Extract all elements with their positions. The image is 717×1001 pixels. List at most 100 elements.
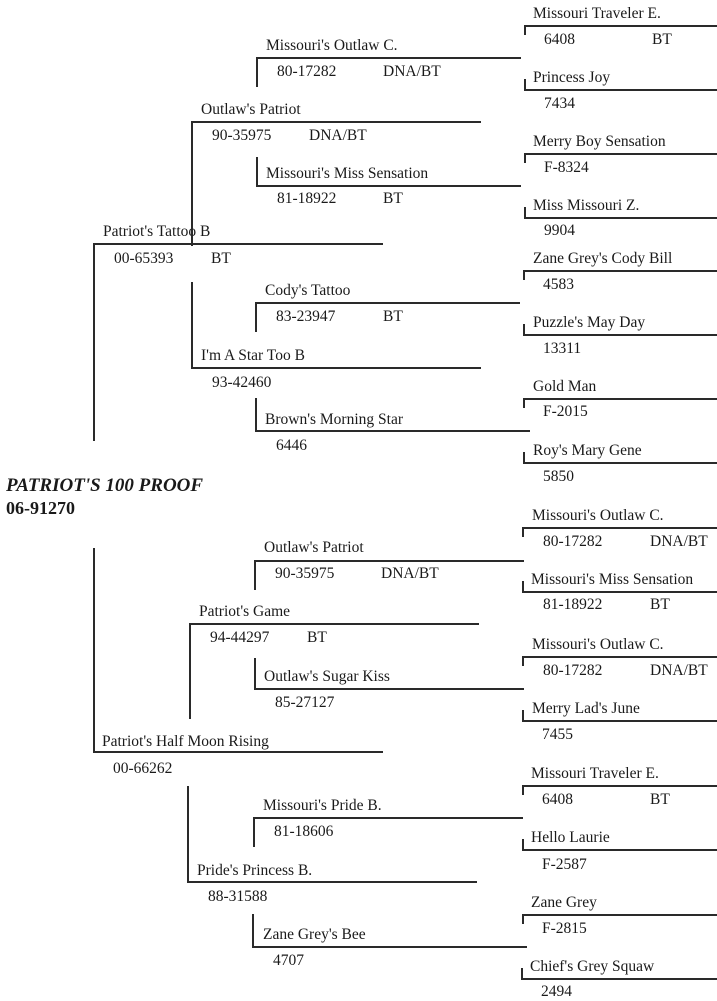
g3-registration-4: 6446 [276, 437, 307, 454]
g3-registration-6: 85-27127 [275, 694, 335, 711]
g3-connector-8 [252, 914, 254, 946]
g3-line-8 [252, 946, 527, 948]
sire-line [93, 243, 383, 245]
g4-line-14 [522, 849, 717, 851]
g3-connector-3 [255, 302, 257, 332]
g2-connector-1 [191, 121, 193, 246]
g3-tag-5: DNA/BT [381, 565, 439, 582]
g4-name-4: Miss Missouri Z. [533, 197, 640, 214]
g4-tick-9 [522, 527, 524, 537]
g4-tag-1: BT [652, 31, 672, 48]
subject-registration: 06-91270 [6, 498, 75, 518]
g2-name-3: Patriot's Game [199, 603, 291, 620]
g3-tag-1: DNA/BT [383, 63, 441, 80]
g4-registration-2: 7434 [544, 95, 575, 112]
g2-connector-2 [191, 282, 193, 367]
g4-line-16 [521, 978, 717, 980]
g4-line-6 [523, 334, 717, 336]
g4-name-14: Hello Laurie [531, 829, 610, 846]
g3-line-7 [253, 817, 523, 819]
g4-tag-13: BT [650, 791, 670, 808]
g4-tick-4 [524, 207, 526, 217]
g2-tag-1: DNA/BT [309, 127, 367, 144]
g2-registration-1: 90-35975 [212, 127, 272, 144]
g4-tick-7 [523, 398, 525, 408]
g4-name-15: Zane Grey [531, 894, 597, 911]
g4-line-13 [522, 785, 717, 787]
g3-connector-2 [256, 157, 258, 185]
g3-line-6 [254, 688, 524, 690]
g3-name-3: Cody's Tattoo [265, 282, 351, 299]
g3-name-4: Brown's Morning Star [265, 411, 403, 428]
g4-tick-11 [522, 656, 524, 666]
g4-tag-10: BT [650, 596, 670, 613]
g2-tag-3: BT [307, 629, 327, 646]
g4-line-5 [523, 270, 717, 272]
g3-registration-5: 90-35975 [275, 565, 335, 582]
g4-tick-15 [522, 914, 524, 924]
g4-name-5: Zane Grey's Cody Bill [533, 250, 673, 267]
g3-line-3 [255, 302, 520, 304]
sire-name: Patriot's Tattoo B [103, 223, 211, 240]
g4-tick-8 [523, 452, 525, 462]
dam-name: Patriot's Half Moon Rising [102, 733, 269, 750]
g2-connector-3 [189, 623, 191, 719]
g4-name-8: Roy's Mary Gene [533, 442, 642, 459]
g3-connector-1 [256, 57, 258, 87]
g4-line-4 [524, 217, 717, 219]
sire-tag: BT [211, 250, 231, 267]
g3-registration-1: 80-17282 [277, 63, 337, 80]
sire-registration: 00-65393 [114, 250, 174, 267]
g3-registration-3: 83-23947 [276, 308, 336, 325]
g4-name-11: Missouri's Outlaw C. [532, 636, 664, 653]
g2-connector-4 [187, 786, 189, 881]
g4-line-2 [524, 89, 717, 91]
g3-registration-7: 81-18606 [274, 823, 334, 840]
g4-registration-8: 5850 [543, 468, 574, 485]
g4-line-1 [524, 25, 717, 27]
g2-line-4 [187, 881, 477, 883]
g4-registration-11: 80-17282 [543, 662, 603, 679]
g4-registration-7: F-2015 [543, 403, 588, 420]
g4-line-7 [523, 398, 717, 400]
g2-registration-2: 93-42460 [212, 374, 272, 391]
g4-registration-12: 7455 [542, 726, 573, 743]
g4-name-10: Missouri's Miss Sensation [531, 571, 694, 588]
g4-tick-13 [522, 785, 524, 795]
g4-tick-16 [521, 968, 523, 978]
g4-tick-14 [522, 839, 524, 849]
g4-name-6: Puzzle's May Day [533, 314, 646, 331]
g3-line-2 [256, 185, 521, 187]
g4-tick-5 [523, 270, 525, 280]
g3-line-5 [254, 560, 524, 562]
g4-name-3: Merry Boy Sensation [533, 133, 666, 150]
g4-registration-3: F-8324 [544, 159, 589, 176]
g3-line-1 [256, 57, 521, 59]
g2-line-2 [191, 367, 481, 369]
g4-name-13: Missouri Traveler E. [531, 765, 659, 782]
g4-registration-4: 9904 [544, 222, 575, 239]
g4-registration-16: 2494 [541, 983, 572, 1000]
g3-registration-2: 81-18922 [277, 190, 337, 207]
g4-tick-3 [524, 153, 526, 163]
g4-line-12 [522, 720, 717, 722]
g4-tick-1 [524, 25, 526, 35]
g4-line-8 [523, 462, 717, 464]
g4-tick-6 [523, 324, 525, 334]
g3-connector-5 [254, 560, 256, 590]
dam-connector [93, 548, 95, 751]
g4-tag-11: DNA/BT [650, 662, 708, 679]
g2-registration-3: 94-44297 [210, 629, 270, 646]
subject-name: PATRIOT'S 100 PROOF [6, 475, 204, 496]
g4-registration-1: 6408 [544, 31, 575, 48]
g4-line-9 [522, 527, 717, 529]
g4-line-15 [522, 914, 717, 916]
g3-registration-8: 4707 [273, 952, 304, 969]
dam-line [93, 751, 383, 753]
g4-tick-10 [522, 581, 524, 591]
g3-connector-6 [254, 658, 256, 688]
g4-tag-9: DNA/BT [650, 533, 708, 550]
g4-name-2: Princess Joy [533, 69, 611, 86]
g4-name-12: Merry Lad's June [532, 700, 640, 717]
g3-name-1: Missouri's Outlaw C. [266, 37, 398, 54]
